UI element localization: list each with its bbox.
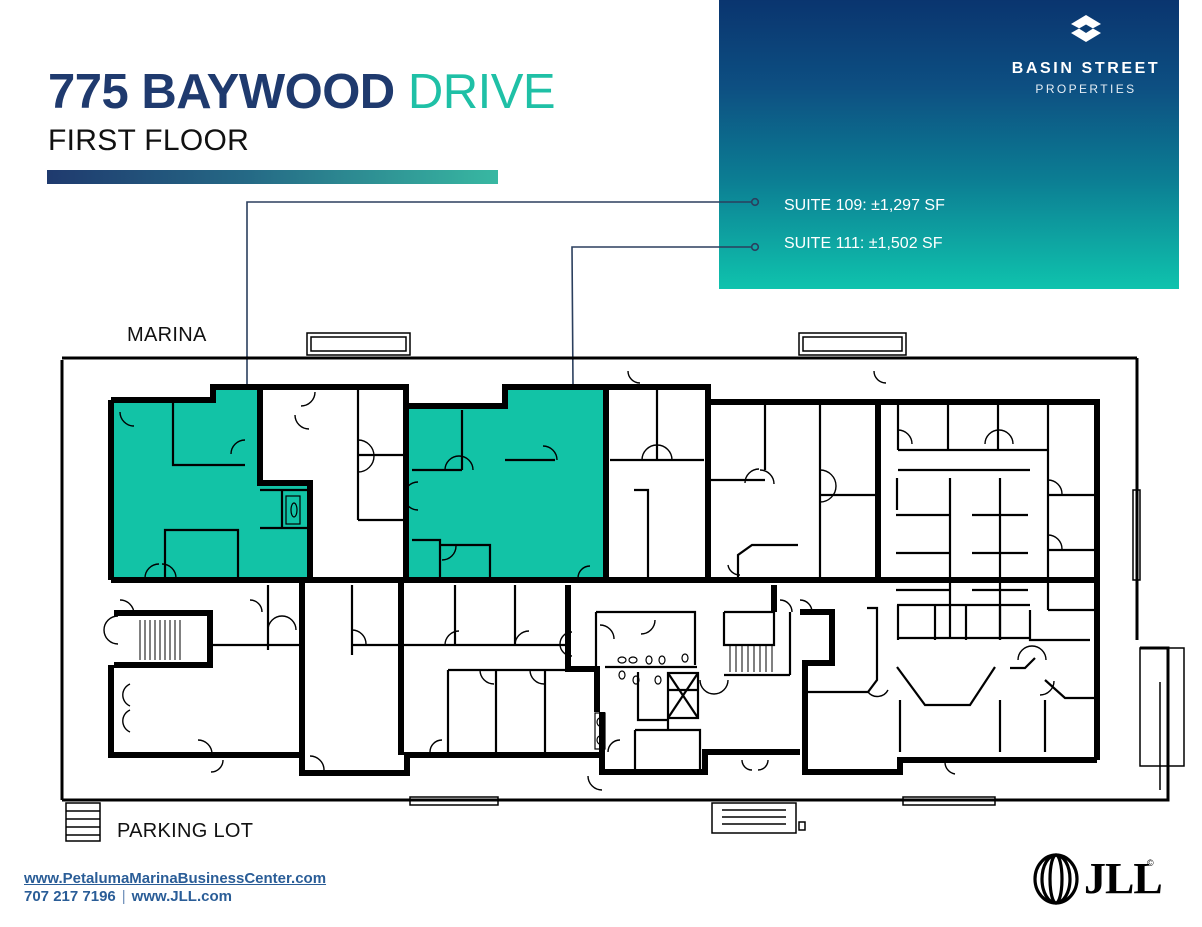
suite-leader-lines bbox=[246, 197, 760, 387]
brand-subname: PROPERTIES bbox=[1035, 82, 1137, 96]
title-block: 775 BAYWOOD DRIVE FIRST FLOOR bbox=[48, 64, 556, 158]
separator: | bbox=[121, 888, 126, 905]
jll-wordmark: JLL bbox=[1084, 854, 1163, 903]
brand-name: BASIN STREET bbox=[1011, 60, 1161, 77]
door-swings bbox=[103, 370, 1063, 791]
parking-lot-label: PARKING LOT bbox=[117, 820, 254, 842]
interior-walls-thick bbox=[108, 384, 1100, 776]
jll-website-link[interactable]: www.JLL.com bbox=[131, 888, 232, 905]
suite-111-label: SUITE 111: ±1,502 SF bbox=[784, 235, 943, 252]
marina-label: MARINA bbox=[127, 324, 207, 346]
suite-109-label: SUITE 109: ±1,297 SF bbox=[784, 197, 945, 214]
suite-111-area bbox=[409, 387, 606, 580]
jll-rings-logo-icon bbox=[1033, 853, 1079, 905]
title-street: 775 BAYWOOD bbox=[48, 65, 395, 119]
brand-panel bbox=[719, 0, 1179, 289]
restroom-fixtures bbox=[285, 495, 689, 750]
website-link[interactable]: www.PetalumaMarinaBusinessCenter.com bbox=[24, 870, 327, 887]
interior-walls-thin bbox=[163, 390, 1095, 770]
jll-registered-mark: © bbox=[1147, 858, 1154, 868]
accent-gradient-bar bbox=[47, 170, 498, 184]
floor-subtitle: FIRST FLOOR bbox=[48, 124, 250, 157]
exterior-stairs bbox=[65, 802, 806, 842]
contact-line: 707 217 7196 | www.JLL.com bbox=[24, 888, 232, 905]
page-title: 775 BAYWOOD DRIVE bbox=[48, 64, 556, 120]
stacked-diamond-logo-icon bbox=[1071, 15, 1101, 42]
interior-stairs bbox=[139, 620, 773, 672]
building-perimeter bbox=[60, 356, 1170, 802]
phone-number: 707 217 7196 bbox=[24, 888, 116, 905]
title-suffix: DRIVE bbox=[407, 65, 556, 119]
